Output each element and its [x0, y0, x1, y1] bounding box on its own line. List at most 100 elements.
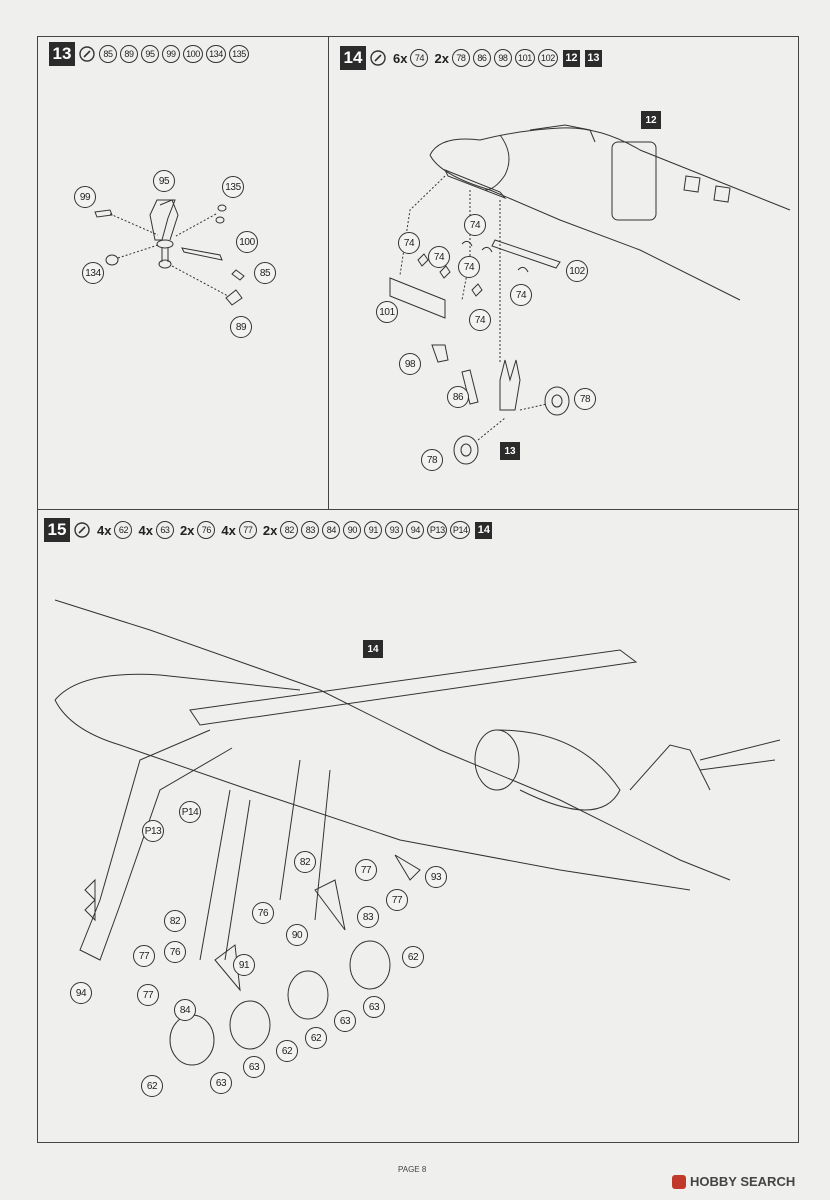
step-reference: 13 [584, 49, 602, 67]
part-callout: 77 [137, 984, 159, 1006]
part-number: 74 [410, 49, 429, 67]
part-number: P14 [450, 521, 471, 539]
part-number: 85 [99, 45, 117, 63]
page-number: PAGE 8 [398, 1165, 427, 1174]
part-callout: 74 [458, 256, 480, 278]
step-15-airframe-drawing [54, 599, 781, 1066]
part-chip: 86 [472, 49, 491, 67]
quantity: 2x [262, 522, 278, 538]
part-number: 77 [238, 521, 257, 539]
step-reference-label: 13 [500, 442, 520, 460]
part-number: 100 [183, 45, 203, 63]
step-reference: 12 [562, 49, 580, 67]
step-reference: 14 [475, 521, 493, 539]
part-number: 98 [493, 49, 512, 67]
part-callout: 102 [566, 260, 588, 282]
part-callout: 74 [469, 309, 491, 331]
watermark: HOBBY SEARCH [672, 1174, 795, 1189]
part-callout: 62 [276, 1040, 298, 1062]
part-chip: 94 [406, 521, 425, 539]
quantity: 2x [434, 50, 449, 66]
part-chip: 93 [385, 521, 404, 539]
part-callout: 95 [153, 170, 175, 192]
part-callout: 77 [355, 859, 377, 881]
part-number: 95 [141, 45, 159, 63]
part-callout: 83 [357, 906, 379, 928]
part-callout: 86 [447, 386, 469, 408]
part-callout: 100 [236, 231, 258, 253]
part-chip: 135 [229, 45, 249, 63]
quantity: 4x [221, 522, 236, 538]
part-callout: 74 [428, 246, 450, 268]
step-reference-label: 12 [641, 111, 661, 129]
part-callout: 62 [305, 1027, 327, 1049]
part-callout: 74 [398, 232, 420, 254]
part-callout: 63 [243, 1056, 265, 1078]
part-chip: 85 [99, 45, 117, 63]
part-callout: 134 [82, 262, 104, 284]
part-number: 84 [322, 521, 341, 539]
part-chip: 91 [364, 521, 383, 539]
part-callout: 93 [425, 866, 447, 888]
part-callout: 63 [210, 1072, 232, 1094]
part-number: 83 [301, 521, 320, 539]
part-chip: 84 [322, 521, 341, 539]
glue-brush-icon [73, 521, 91, 539]
step-14-fuselage-drawing [389, 124, 791, 465]
step-number: 13 [49, 42, 75, 66]
part-chip: 100 [183, 45, 203, 63]
part-callout: 77 [133, 945, 155, 967]
part-number: 78 [451, 49, 470, 67]
quantity: 4x [138, 522, 153, 538]
part-callout: P14 [179, 801, 201, 823]
part-chip: 95 [141, 45, 159, 63]
part-callout: 76 [164, 941, 186, 963]
part-callout: P13 [142, 820, 164, 842]
part-number: 99 [162, 45, 180, 63]
part-chip: 101 [514, 49, 535, 67]
part-number: 86 [472, 49, 491, 67]
part-chip: 83 [301, 521, 320, 539]
part-number: 135 [229, 45, 249, 63]
step-number: 14 [340, 46, 366, 70]
part-callout: 63 [334, 1010, 356, 1032]
step-13-nose-gear-drawing [94, 199, 245, 306]
part-number: 94 [406, 521, 425, 539]
part-chip: 89 [120, 45, 138, 63]
part-number: 89 [120, 45, 138, 63]
part-callout: 78 [574, 388, 596, 410]
part-callout: 89 [230, 316, 252, 338]
part-callout: 62 [402, 946, 424, 968]
part-number: 134 [206, 45, 226, 63]
part-chip: 134 [206, 45, 226, 63]
part-callout: 74 [464, 214, 486, 236]
part-callout: 82 [294, 851, 316, 873]
part-chip: P13 [427, 521, 448, 539]
part-callout: 94 [70, 982, 92, 1004]
part-callout: 63 [363, 996, 385, 1018]
part-chip: 90 [343, 521, 362, 539]
hobby-search-logo-icon [672, 1174, 686, 1189]
part-callout: 84 [174, 999, 196, 1021]
part-callout: 90 [286, 924, 308, 946]
part-callout: 76 [252, 902, 274, 924]
part-chip: 99 [162, 45, 180, 63]
part-chip: 102 [537, 49, 558, 67]
part-number: 91 [364, 521, 383, 539]
quantity: 6x [393, 50, 408, 66]
part-callout: 98 [399, 353, 421, 375]
part-callout: 77 [386, 889, 408, 911]
part-number: 76 [197, 521, 216, 539]
part-number: 63 [155, 521, 174, 539]
step-reference-label: 14 [363, 640, 383, 658]
part-chip: 98 [493, 49, 512, 67]
quantity: 2x [179, 522, 195, 538]
